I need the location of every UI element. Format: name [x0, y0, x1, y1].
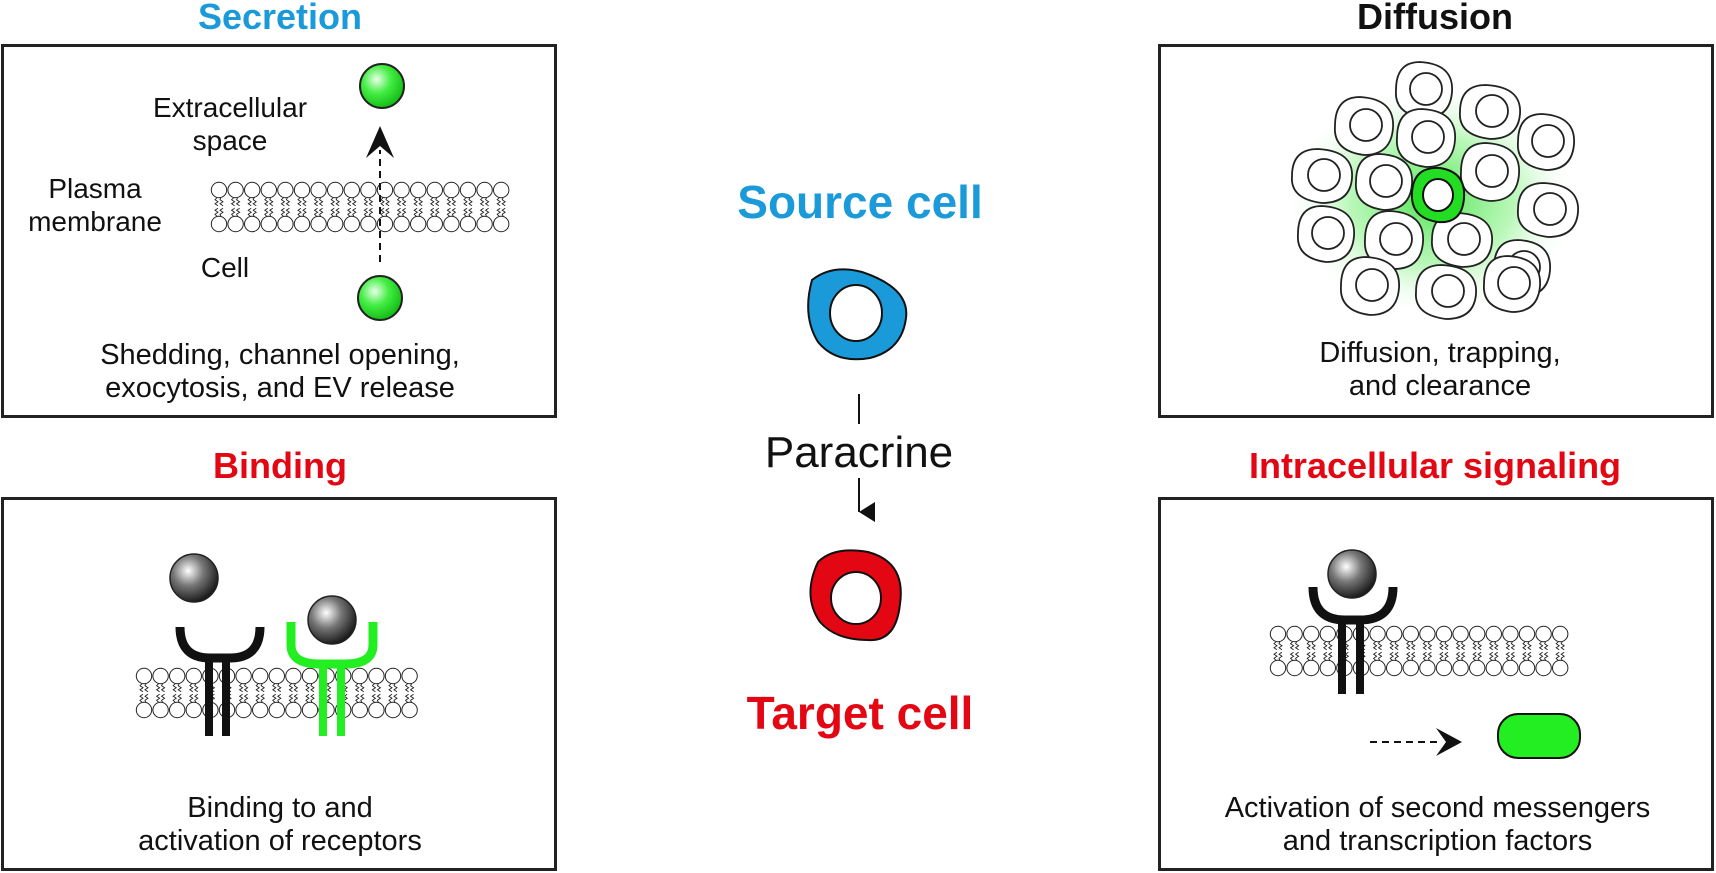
diffusion-caption: Diffusion, trapping, and clearance	[1319, 337, 1561, 402]
intracellular-signaling-panel	[1158, 497, 1714, 871]
secreted-molecule-outside	[359, 63, 405, 109]
secretion-arrowhead-icon	[366, 126, 394, 158]
receptor-black	[175, 626, 265, 736]
receptor-activated	[1308, 586, 1398, 694]
secretion-title: Secretion	[197, 0, 363, 37]
intracellular-caption: Activation of second messengers and tran…	[1224, 792, 1651, 857]
plasma-membrane-binding	[135, 667, 418, 719]
binding-panel	[1, 497, 557, 871]
ligand-unbound	[169, 553, 219, 603]
secreted-molecule-inside	[357, 275, 403, 321]
diffusion-title: Diffusion	[1357, 0, 1513, 37]
binding-title: Binding	[213, 445, 347, 486]
binding-caption: Binding to and activation of receptors	[138, 792, 422, 857]
plasma-membrane-intracellular	[1269, 625, 1569, 677]
target-cell-nucleus	[830, 571, 882, 625]
plasma-membrane-label: Plasma membrane	[28, 173, 162, 237]
plasma-membrane-secretion	[210, 181, 510, 233]
paracrine-label: Paracrine	[764, 428, 954, 477]
intracellular-signaling-title: Intracellular signaling	[1248, 445, 1622, 486]
source-cell-nucleus	[829, 284, 883, 342]
cell-label: Cell	[200, 252, 250, 283]
ligand-activated	[1327, 549, 1377, 599]
receptor-green	[286, 622, 378, 736]
signal-arrowhead-icon	[1436, 728, 1462, 756]
ligand-bound	[307, 595, 357, 645]
target-cell-label: Target cell	[746, 687, 974, 739]
second-messenger-icon	[1497, 713, 1581, 759]
extracellular-space-label: Extracellular space	[152, 92, 308, 156]
source-cell-label: Source cell	[737, 176, 983, 228]
cell-cluster	[1291, 61, 1579, 320]
secretion-caption: Shedding, channel opening, exocytosis, a…	[100, 339, 460, 404]
